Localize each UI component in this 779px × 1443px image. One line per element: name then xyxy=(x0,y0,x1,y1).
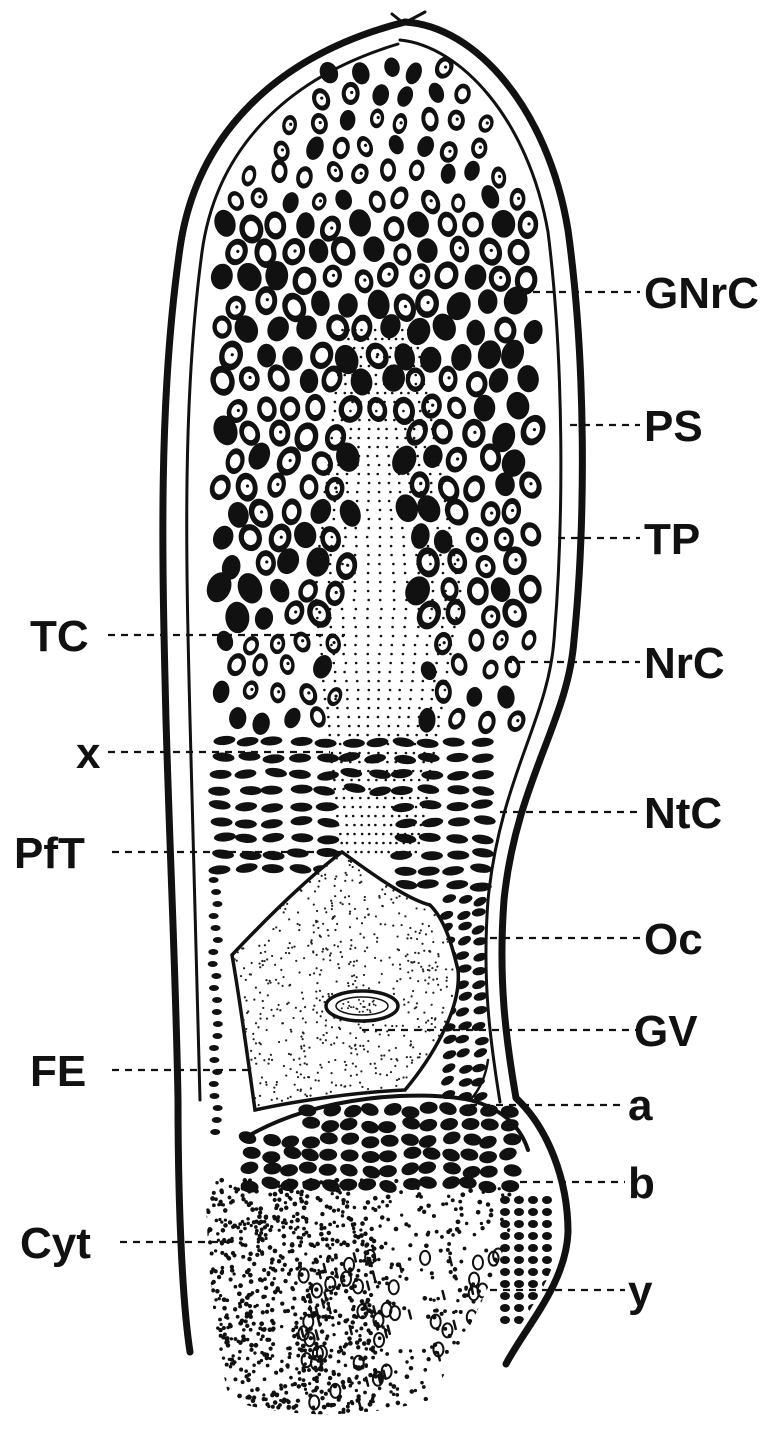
cytoplasm-stipple xyxy=(204,1178,527,1422)
label-pft: PfT xyxy=(14,829,85,878)
label-cyt: Cyt xyxy=(20,1219,91,1268)
label-tp: TP xyxy=(644,515,700,564)
label-gv: GV xyxy=(634,1007,698,1056)
oocyte xyxy=(229,849,466,1116)
label-y: y xyxy=(628,1267,653,1316)
label-b: b xyxy=(628,1159,655,1208)
label-oc: Oc xyxy=(644,915,703,964)
label-x: x xyxy=(76,729,101,778)
label-ntc: NtC xyxy=(644,789,722,838)
label-tc: TC xyxy=(30,612,89,661)
label-a: a xyxy=(628,1081,653,1130)
label-ps: PS xyxy=(644,402,703,451)
label-fe: FE xyxy=(30,1047,86,1096)
label-gnrc: GNrC xyxy=(644,269,759,318)
label-nrc: NrC xyxy=(644,639,725,688)
germinal-vesicle xyxy=(326,991,398,1021)
